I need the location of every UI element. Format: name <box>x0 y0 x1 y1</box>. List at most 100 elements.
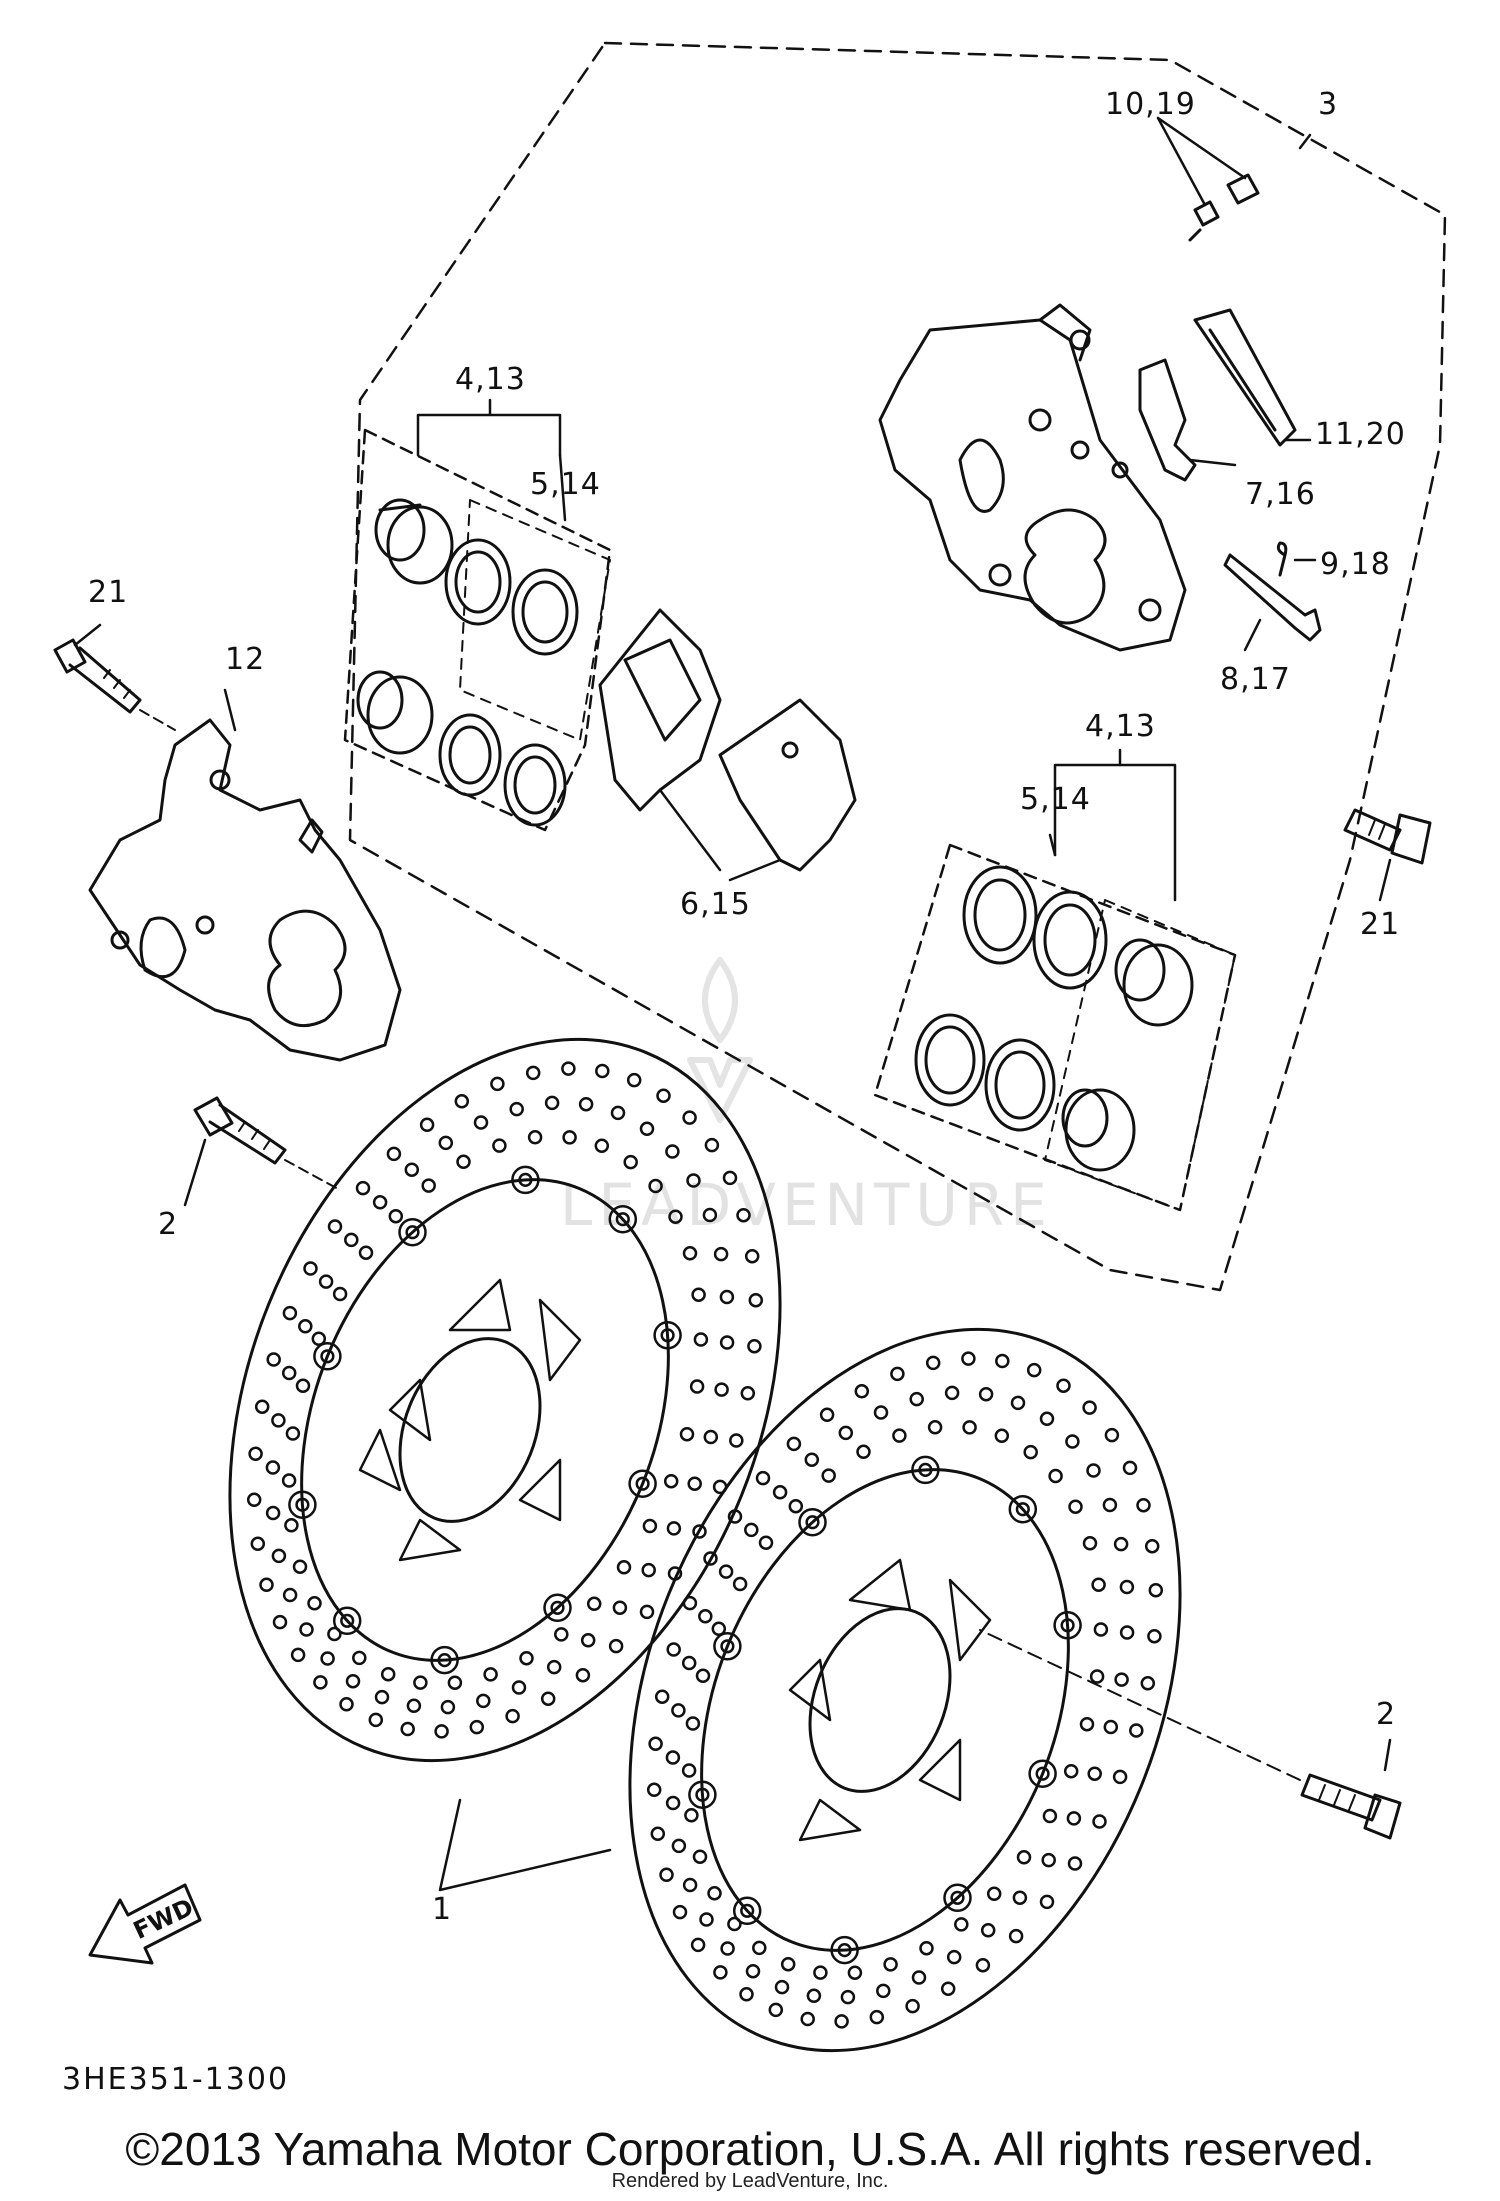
drilled-hole <box>1039 1894 1055 1910</box>
drilled-hole <box>616 1560 632 1575</box>
drilled-hole <box>745 1963 761 1979</box>
drilled-hole <box>1103 1719 1119 1735</box>
drilled-hole <box>681 1763 697 1778</box>
drilled-hole <box>720 1941 735 1956</box>
drilled-hole <box>892 1428 907 1443</box>
disc-rivet <box>1028 1759 1057 1788</box>
drilled-hole <box>876 1983 891 1999</box>
drilled-hole <box>722 1170 738 1186</box>
drilled-hole <box>695 1668 711 1684</box>
drilled-hole <box>282 1305 298 1321</box>
drilled-hole <box>454 1094 470 1109</box>
drilled-hole <box>248 1446 263 1462</box>
drilled-hole <box>685 1716 701 1731</box>
disc-rivet-center <box>740 1903 755 1918</box>
drilled-hole <box>838 1425 854 1441</box>
drilled-hole <box>980 1923 996 1938</box>
disc-rivet-center <box>950 1890 965 1905</box>
drilled-hole <box>285 1426 301 1441</box>
callout-10-19: 10,19 <box>1105 87 1196 122</box>
rendered-by-notice: Rendered by LeadVenture, Inc. <box>611 2170 889 2192</box>
drilled-hole <box>847 1965 863 1980</box>
drilled-hole <box>509 1101 524 1117</box>
drilled-hole <box>682 1877 698 1893</box>
callout-2-left: 2 <box>158 1207 179 1242</box>
drilled-hole <box>666 1521 682 1536</box>
drilled-hole <box>940 1981 956 1996</box>
callout-9-18: 9,18 <box>1320 547 1391 582</box>
drilled-hole <box>1129 1723 1144 1738</box>
drilled-hole <box>281 1365 297 1381</box>
disc-rivet <box>543 1593 572 1623</box>
drilled-hole <box>927 1420 943 1435</box>
drilled-hole <box>1010 1395 1026 1411</box>
drilled-hole <box>372 1195 388 1210</box>
callout-5-14-upper: 5,14 <box>530 467 601 502</box>
drilled-hole <box>575 1667 591 1683</box>
disc-rivet <box>732 1896 762 1926</box>
drilled-hole <box>639 1121 655 1137</box>
pin-clip <box>1276 541 1317 577</box>
drilled-hole <box>788 1498 804 1514</box>
brake-caliper-right <box>878 303 1187 652</box>
drilled-hole <box>469 1719 485 1735</box>
drilled-hole <box>1026 1362 1042 1378</box>
drilled-hole <box>1148 1582 1164 1598</box>
drilled-hole <box>919 1940 934 1956</box>
drilled-hole <box>339 1697 354 1712</box>
leader-disc <box>438 1798 612 1892</box>
drilled-hole <box>682 1110 697 1125</box>
drilled-hole <box>1092 1814 1107 1829</box>
drilled-hole <box>639 1604 655 1620</box>
drilled-hole <box>666 1642 681 1657</box>
drilled-hole <box>740 1386 756 1401</box>
drilled-hole <box>944 1385 960 1401</box>
drilled-hole <box>327 1626 342 1642</box>
drilled-hole <box>813 1965 828 1980</box>
drilled-hole <box>1119 1579 1135 1595</box>
drilled-hole <box>271 1413 286 1428</box>
drilled-hole <box>646 1782 662 1798</box>
drilled-hole <box>352 1650 367 1666</box>
watermark-logo <box>687 957 753 1123</box>
drilled-hole <box>736 1207 751 1223</box>
drilled-hole <box>672 1904 688 1920</box>
watermark-text: LEADVENTURE <box>560 1171 1053 1239</box>
disc-rivet <box>798 1507 827 1537</box>
drilled-hole <box>594 1138 610 1154</box>
drilled-hole <box>1136 1497 1151 1513</box>
drilled-hole <box>298 1319 313 1334</box>
disc-rivet <box>911 1455 940 1485</box>
drilled-hole <box>447 1675 463 1690</box>
drilled-hole <box>714 1382 729 1397</box>
drilled-hole <box>519 1650 534 1666</box>
drilled-hole <box>290 1647 306 1663</box>
disc-rivet <box>628 1469 657 1498</box>
drilled-hole <box>713 1246 729 1262</box>
drilled-hole <box>406 1698 422 1714</box>
drilled-hole <box>978 1386 994 1402</box>
disc-rivet-center <box>805 1515 820 1530</box>
drilled-hole <box>272 1614 288 1630</box>
drilled-hole <box>883 1957 898 1972</box>
drilled-hole <box>699 1912 714 1927</box>
disc-left-rivets <box>288 1165 682 1675</box>
drilled-hole <box>786 1436 802 1452</box>
disc-rivet-center <box>635 1476 650 1491</box>
drilled-hole <box>1067 1856 1083 1871</box>
callout-4-13-upper: 4,13 <box>455 362 526 397</box>
seal-group-box-lower <box>873 843 1237 1212</box>
drilled-hole <box>840 1989 856 2005</box>
disc-rivet-center <box>660 1328 675 1343</box>
drilled-hole <box>368 1712 384 1728</box>
drilled-hole <box>561 1061 576 1076</box>
drilled-hole <box>320 1651 335 1666</box>
drilled-hole <box>727 1916 742 1932</box>
drilled-hole <box>281 1473 297 1488</box>
drilled-hole <box>505 1708 520 1724</box>
drilled-hole <box>684 1808 699 1823</box>
drilled-hole <box>1122 1460 1138 1476</box>
drilled-hole <box>1114 1672 1129 1687</box>
callout-3: 3 <box>1318 87 1339 122</box>
pad-pin <box>1223 553 1322 652</box>
